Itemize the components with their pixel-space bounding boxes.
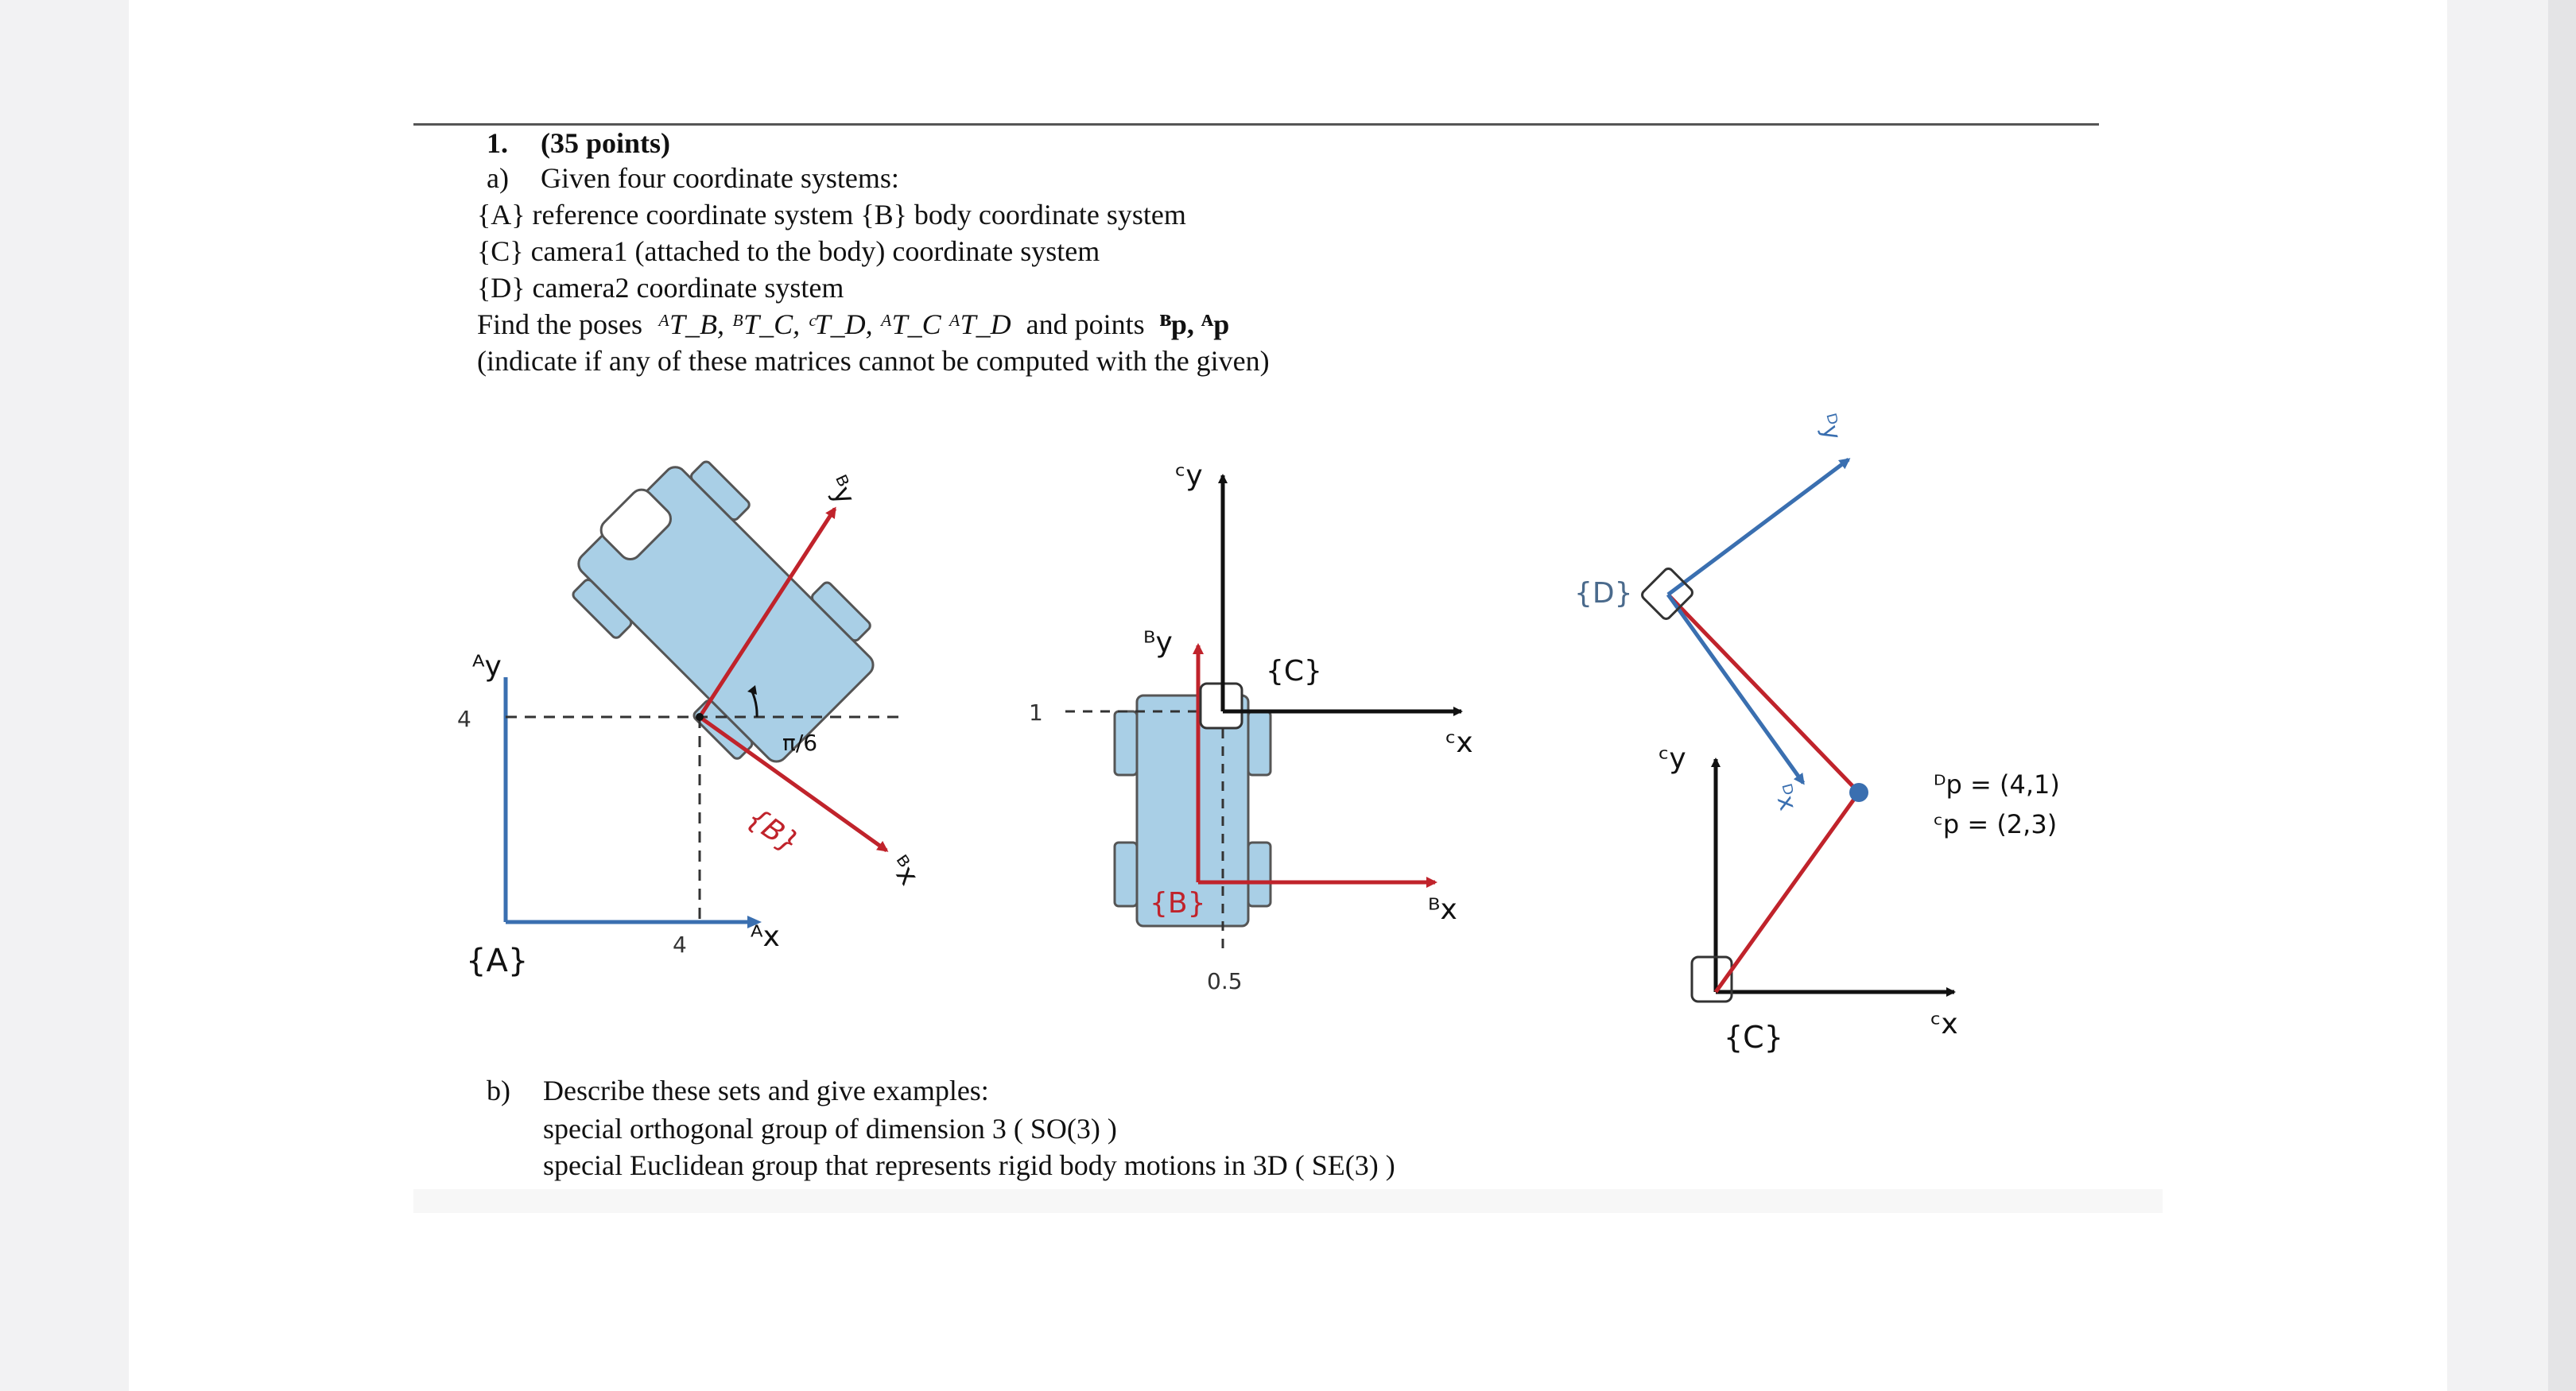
vector-Dp — [1666, 593, 1860, 794]
robot-body-fig1 — [572, 460, 875, 763]
frame-C-description: {C} camera1 (attached to the body) coord… — [477, 235, 1100, 267]
so3-line: special orthogonal group of dimension 3 … — [543, 1113, 1117, 1145]
axis-Dy-line — [1666, 457, 1851, 597]
robot-body-fig2 — [1135, 694, 1250, 928]
label-frame-A: {A} — [466, 943, 528, 979]
label-frame-C-fig3: {C} — [1724, 1020, 1783, 1055]
label-Cx-fig3: ᶜx — [1930, 1008, 1958, 1040]
label-By-fig2: ᴮy — [1143, 626, 1173, 659]
points-list: ᴮp, ᴬp — [1159, 308, 1230, 340]
sheet-bottom-band — [413, 1189, 2163, 1213]
note-line: (indicate if any of these matrices canno… — [477, 345, 1270, 377]
label-Bx-fig2: ᴮx — [1428, 893, 1457, 926]
tick-x05-fig2: 0.5 — [1207, 968, 1243, 994]
figure-1 — [503, 460, 898, 928]
label-frame-C-fig2: {C} — [1266, 655, 1322, 688]
se3-line: special Euclidean group that represents … — [543, 1149, 1395, 1181]
problem-points: (35 points) — [541, 127, 671, 159]
figure-2 — [1065, 474, 1463, 954]
axis-By-line-fig1 — [697, 506, 837, 719]
frame-D-description: {D} camera2 coordinate system — [477, 272, 844, 304]
axis-Dx-line — [1666, 593, 1806, 785]
poses-list: ᴬT_B, ᴮT_C, ᶜT_D, ᴬT_C ᴬT_D — [658, 308, 1011, 340]
part-b-label: b) — [487, 1075, 510, 1106]
label-Ax: ᴬx — [751, 920, 780, 953]
camera1-box-fig3 — [1690, 955, 1733, 1003]
tick-x4: 4 — [673, 932, 687, 958]
label-angle: π/6 — [782, 730, 817, 756]
part-a-label: a) — [487, 162, 509, 194]
label-Cy-fig2: ᶜy — [1175, 459, 1203, 492]
axis-Bx-line-fig1 — [698, 715, 889, 853]
label-Cy-fig3: ᶜy — [1658, 742, 1686, 775]
label-By-fig1: ᴮy — [821, 471, 861, 509]
figure-3 — [1641, 457, 1956, 1003]
frame-A-B-description: {A} reference coordinate system {B} body… — [477, 199, 1186, 231]
tick-y1-fig2: 1 — [1029, 699, 1043, 726]
tick-y4: 4 — [457, 706, 471, 732]
label-point-C: ᶜp = (2,3) — [1934, 809, 2057, 839]
label-point-D: ᴰp = (4,1) — [1934, 769, 2060, 800]
label-frame-D: {D} — [1574, 577, 1633, 610]
label-Ay: ᴬy — [472, 650, 502, 683]
find-mid: and points — [1026, 308, 1145, 340]
find-instruction: Find the poses ᴬT_B, ᴮT_C, ᶜT_D, ᴬT_C ᴬT… — [477, 307, 1229, 342]
label-frame-B-fig1: {B} — [741, 801, 805, 860]
part-a-intro: Given four coordinate systems: — [541, 162, 899, 194]
label-Dy: ᴰy — [1813, 411, 1846, 443]
part-b-intro: Describe these sets and give examples: — [543, 1075, 989, 1106]
scrollbar[interactable] — [2548, 0, 2576, 1391]
point-p — [1849, 783, 1868, 802]
label-Dx: ᴰx — [1768, 781, 1802, 813]
label-Cx-fig2: ᶜx — [1445, 726, 1473, 759]
label-Bx-fig1: ᴮx — [883, 850, 925, 891]
vector-Cp — [1713, 791, 1861, 994]
header-rule — [413, 123, 2099, 126]
camera2-box — [1641, 568, 1693, 620]
find-prefix: Find the poses — [477, 308, 643, 340]
label-frame-B-fig2: {B} — [1150, 887, 1206, 920]
problem-number: 1. — [487, 127, 508, 159]
